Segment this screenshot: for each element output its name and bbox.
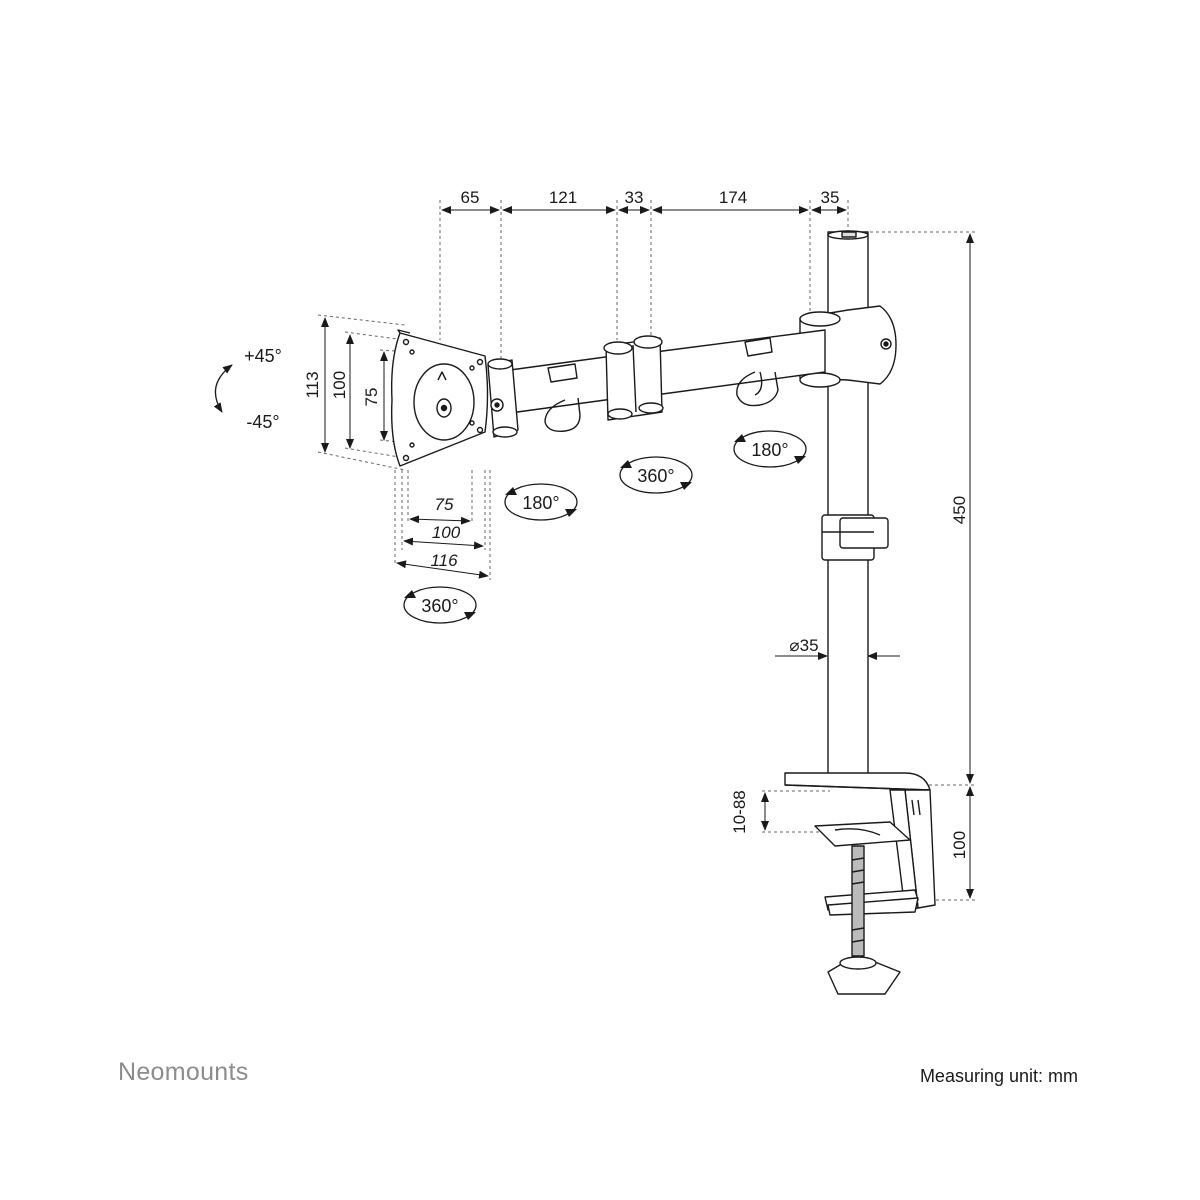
dim-top-5: 35 xyxy=(821,188,840,207)
dim-clamp-height: 100 xyxy=(950,831,969,859)
dim-vesa-v-3: 75 xyxy=(362,388,381,407)
dim-pole-height: 450 xyxy=(950,496,969,524)
dim-vesa-v-2: 100 xyxy=(330,371,349,399)
dimension-lines xyxy=(317,200,975,901)
elbow-swivel-label: 360° xyxy=(637,466,674,486)
dim-vesa-v-1: 113 xyxy=(303,371,322,398)
dimension-labels: 65 121 33 174 35 113 100 75 75 100 116 4… xyxy=(303,188,969,859)
inner-arm xyxy=(654,329,826,407)
dim-vesa-h-2: 100 xyxy=(432,523,461,542)
plate-swivel-icon xyxy=(504,483,578,521)
desk-clamp xyxy=(784,772,936,995)
brand-logo: Neomounts xyxy=(118,1058,249,1086)
elbow-joint xyxy=(603,335,664,421)
vesa-plate xyxy=(391,329,489,467)
tilt-down-label: -45° xyxy=(246,412,279,432)
rotation-indicators xyxy=(213,364,807,624)
measuring-unit-note: Measuring unit: mm xyxy=(919,1066,1078,1086)
tilt-head xyxy=(487,358,519,438)
dim-top-1: 65 xyxy=(461,188,480,207)
dim-pole-diameter: ⌀35 xyxy=(789,636,818,655)
dim-clamp-range: 10-88 xyxy=(730,790,749,833)
arm-swivel-label: 180° xyxy=(751,440,788,460)
elbow-swivel-icon xyxy=(619,456,693,494)
tilt-up-label: +45° xyxy=(244,346,282,366)
tilt-arrow-icon xyxy=(213,364,233,413)
rotation-labels: +45° -45° 360° 180° 360° 180° xyxy=(244,346,788,616)
dim-vesa-h-3: 116 xyxy=(430,551,458,570)
arm-swivel-icon xyxy=(733,430,807,468)
dim-vesa-h-1: 75 xyxy=(435,495,454,514)
cable-clip xyxy=(821,514,889,561)
dim-top-2: 121 xyxy=(549,188,577,207)
dim-top-3: 33 xyxy=(625,188,644,207)
outer-arm xyxy=(509,354,621,432)
dim-top-4: 174 xyxy=(719,188,747,207)
monitor-arm-drawing xyxy=(391,230,936,995)
plate-swivel-label: 180° xyxy=(522,493,559,513)
plate-rotation-label: 360° xyxy=(421,596,458,616)
plate-rotation-icon xyxy=(403,586,477,624)
